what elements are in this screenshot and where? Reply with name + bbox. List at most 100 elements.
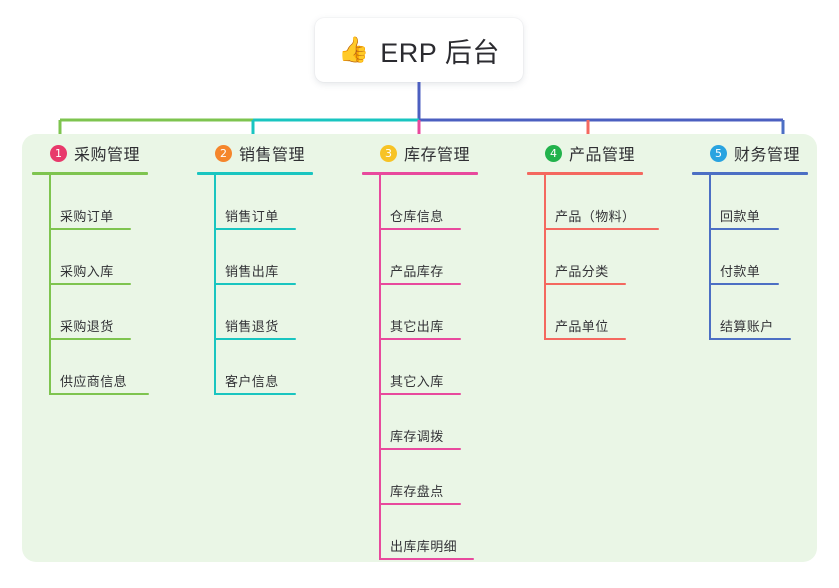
branch-column-3[interactable]: 3 库存管理仓库信息产品库存其它出库其它入库库存调拨库存盘点出库库明细 [362,140,478,560]
leaf-item-label: 采购入库 [60,264,114,279]
branch-badge-2: 2 [215,144,232,162]
leaf-item-rule [379,448,461,450]
leaf-item-label: 供应商信息 [60,374,128,389]
branch-header-3[interactable]: 3 库存管理 [362,140,478,166]
leaf-item[interactable]: 销售出库 [197,230,313,285]
leaf-item[interactable]: 库存调拨 [362,395,478,450]
branch-header-rule-4 [527,172,643,175]
leaf-item-label: 库存调拨 [390,429,444,444]
branch-title-5: 财务管理 [734,147,801,164]
leaf-item-rule [709,228,779,230]
root-node[interactable]: 👍 ERP 后台 [315,18,523,82]
branch-items-3: 仓库信息产品库存其它出库其它入库库存调拨库存盘点出库库明细 [362,175,478,560]
leaf-item-label: 产品（物料） [555,209,636,224]
leaf-item-rule [379,283,461,285]
leaf-item-rule [214,393,296,395]
leaf-item-label: 销售退货 [225,319,279,334]
leaf-item-rule [379,503,461,505]
leaf-item-rule [214,338,296,340]
leaf-item[interactable]: 库存盘点 [362,450,478,505]
root-node-title: ERP 后台 [380,37,500,68]
root-node-content: 👍 ERP 后台 [338,31,500,70]
leaf-item-rule [379,558,474,560]
leaf-item-label: 仓库信息 [390,209,444,224]
leaf-item-label: 出库库明细 [390,539,458,554]
leaf-item[interactable]: 客户信息 [197,340,313,395]
branch-items-2: 销售订单销售出库销售退货客户信息 [197,175,313,395]
leaf-item-label: 其它出库 [390,319,444,334]
leaf-item-rule [49,228,131,230]
leaf-item[interactable]: 产品单位 [527,285,643,340]
leaf-item-rule [544,338,626,340]
leaf-item-rule [379,393,461,395]
leaf-item[interactable]: 采购订单 [32,175,148,230]
branch-column-2[interactable]: 2 销售管理销售订单销售出库销售退货客户信息 [197,140,313,395]
branch-title-3: 库存管理 [404,147,471,164]
branch-trunk-5 [709,175,711,340]
leaf-item[interactable]: 其它入库 [362,340,478,395]
leaf-item-label: 客户信息 [225,374,279,389]
leaf-item-label: 库存盘点 [390,484,444,499]
leaf-item-label: 回款单 [720,209,761,224]
leaf-item-label: 销售订单 [225,209,279,224]
leaf-item-rule [214,283,296,285]
leaf-item-rule [544,283,626,285]
branch-column-5[interactable]: 5 财务管理回款单付款单结算账户 [692,140,808,340]
leaf-item-label: 产品分类 [555,264,609,279]
leaf-item[interactable]: 结算账户 [692,285,808,340]
branch-header-5[interactable]: 5 财务管理 [692,140,808,166]
leaf-item[interactable]: 采购入库 [32,230,148,285]
leaf-item[interactable]: 供应商信息 [32,340,149,395]
branch-header-1[interactable]: 1 采购管理 [32,140,148,166]
branch-header-rule-3 [362,172,478,175]
leaf-item-label: 采购退货 [60,319,114,334]
branch-trunk-1 [49,175,51,395]
leaf-item[interactable]: 产品库存 [362,230,478,285]
branch-items-1: 采购订单采购入库采购退货供应商信息 [32,175,149,395]
leaf-item[interactable]: 产品分类 [527,230,643,285]
branch-title-4: 产品管理 [569,147,636,164]
branch-trunk-2 [214,175,216,395]
leaf-item[interactable]: 产品（物料） [527,175,659,230]
leaf-item[interactable]: 付款单 [692,230,808,285]
leaf-item-rule [379,338,461,340]
thumbs-up-icon: 👍 [338,35,370,64]
branch-column-1[interactable]: 1 采购管理采购订单采购入库采购退货供应商信息 [32,140,149,395]
leaf-item[interactable]: 采购退货 [32,285,148,340]
leaf-item[interactable]: 销售订单 [197,175,313,230]
leaf-item-label: 产品库存 [390,264,444,279]
branch-items-4: 产品（物料） 产品分类产品单位 [527,175,659,340]
branch-trunk-3 [379,175,381,560]
leaf-item-rule [379,228,461,230]
leaf-item-rule [49,338,131,340]
leaf-item-label: 其它入库 [390,374,444,389]
branch-items-5: 回款单付款单结算账户 [692,175,808,340]
branch-trunk-4 [544,175,546,340]
leaf-item[interactable]: 回款单 [692,175,808,230]
leaf-item-rule [49,283,131,285]
branch-title-1: 采购管理 [74,147,141,164]
leaf-item-label: 采购订单 [60,209,114,224]
leaf-item-rule [544,228,659,230]
leaf-item-label: 销售出库 [225,264,279,279]
leaf-item-rule [709,338,791,340]
branch-title-2: 销售管理 [239,147,306,164]
leaf-item-rule [49,393,149,395]
leaf-item[interactable]: 出库库明细 [362,505,478,560]
branch-badge-3: 3 [380,144,397,162]
leaf-item[interactable]: 仓库信息 [362,175,478,230]
branch-header-rule-1 [32,172,148,175]
leaf-item[interactable]: 销售退货 [197,285,313,340]
branch-header-2[interactable]: 2 销售管理 [197,140,313,166]
leaf-item-label: 产品单位 [555,319,609,334]
leaf-item[interactable]: 其它出库 [362,285,478,340]
branch-header-rule-5 [692,172,808,175]
branch-badge-5: 5 [710,144,727,162]
branch-header-rule-2 [197,172,313,175]
branch-badge-1: 1 [50,144,67,162]
leaf-item-rule [709,283,779,285]
leaf-item-label: 结算账户 [720,319,774,334]
